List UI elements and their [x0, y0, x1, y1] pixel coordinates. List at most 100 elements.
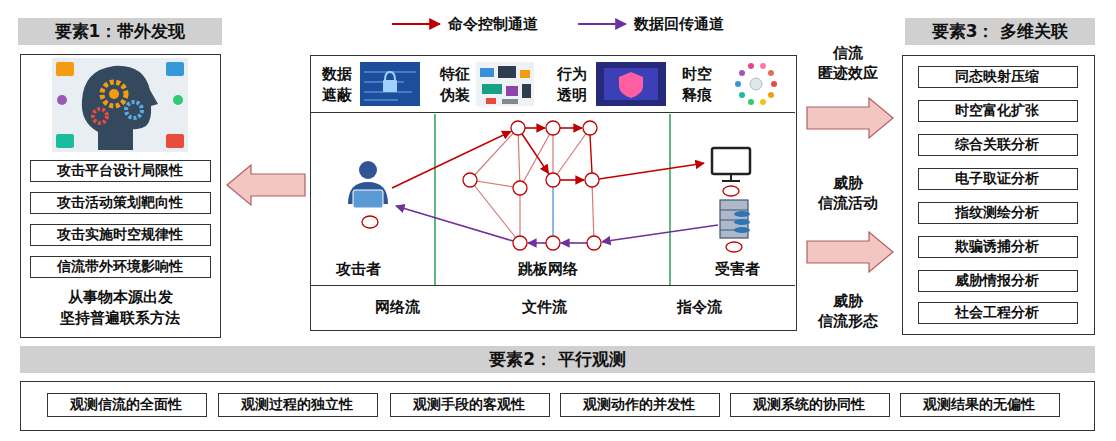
- hop-network: [511, 121, 525, 135]
- arrow-caption: 信流 匿迹效应: [806, 40, 890, 86]
- feature-images: [360, 62, 420, 106]
- feature-images: [385, 72, 395, 80]
- hop-network: [546, 236, 560, 250]
- item-box: 观测系统的协同性: [730, 393, 890, 417]
- text-slot: 受害者: [702, 258, 774, 282]
- text-slot: 数据 遮蔽: [318, 61, 356, 109]
- node-text: 观测动作的并发性: [583, 395, 695, 414]
- arrow-caption: 威胁 信流活动: [806, 170, 890, 216]
- dot-ring: [735, 81, 741, 87]
- hop-network: [590, 135, 592, 173]
- text-slot: 综合关联分析: [919, 135, 1076, 154]
- legend-sample: [392, 23, 440, 25]
- hop-network: [585, 173, 599, 187]
- brain-illustration: [93, 109, 107, 123]
- feature-images: [482, 84, 502, 94]
- node-text: 攻击者: [336, 259, 381, 279]
- item-box: 观测结果的无偏性: [900, 393, 1060, 417]
- hop-network: [392, 121, 718, 250]
- dot-ring: [771, 81, 777, 87]
- text-slot: 观测系统的协同性: [731, 394, 888, 415]
- node-text: 网络流: [375, 297, 420, 317]
- text-slot: 从事物本源出发 坚持普遍联系方法: [22, 284, 219, 332]
- feature-images: [619, 72, 643, 98]
- node-text: 欺骗诱捕分析: [955, 237, 1039, 256]
- text-slot: 要素3： 多维关联: [905, 18, 1095, 45]
- attacker-icon: [359, 161, 377, 179]
- arrow-caption: 威胁 信流形态: [806, 288, 890, 334]
- text-slot: 威胁情报分析: [919, 271, 1076, 290]
- text-slot: 攻击活动策划靶向性: [31, 193, 209, 212]
- node-text: 观测结果的无偏性: [923, 395, 1035, 414]
- dot-ring: [735, 63, 777, 105]
- attacker-icon: [353, 190, 383, 208]
- hop-network: [470, 128, 594, 243]
- feature-images: [502, 99, 518, 104]
- feature-images: [360, 62, 777, 106]
- feature-images: [486, 98, 496, 104]
- header-text: 要素3： 多维关联: [932, 20, 1069, 43]
- dot-ring: [739, 70, 745, 76]
- dot-ring: [760, 63, 766, 69]
- dot-ring: [760, 99, 766, 105]
- item-box: 电子取证分析: [918, 168, 1078, 190]
- text-slot: 观测信流的全面性: [48, 394, 205, 415]
- feature-strip: 数据 遮蔽特征 伪装行为 透明时空 释痕: [311, 56, 795, 113]
- item-box: 时空富化扩张: [918, 100, 1078, 122]
- header-text: 要素2： 平行观测: [489, 348, 626, 371]
- node-text: 观测手段的客观性: [413, 395, 525, 414]
- dot-ring: [748, 99, 754, 105]
- hop-network: [546, 121, 560, 135]
- text-slot: 观测过程的独立性: [219, 394, 376, 415]
- hop-network: [560, 127, 582, 129]
- hop-network: [552, 180, 553, 243]
- dot-ring: [750, 78, 762, 90]
- hop-network: [392, 131, 511, 188]
- item-box: 观测手段的客观性: [390, 393, 550, 417]
- dot-ring: [739, 92, 745, 98]
- legend-text: 命令控制通道: [448, 14, 538, 34]
- header-text: 要素1：带外发现: [55, 20, 186, 43]
- node-text: 信流带外环境影响性: [57, 257, 183, 276]
- header-band: 要素3： 多维关联: [905, 18, 1095, 45]
- brain-illustration: [57, 95, 67, 105]
- feature-images: [383, 80, 397, 92]
- block-arrow: [807, 98, 893, 138]
- item-box: 攻击活动策划靶向性: [30, 192, 211, 214]
- node-text: 观测信流的全面性: [70, 395, 182, 414]
- item-box: 社会工程分析: [918, 302, 1078, 324]
- attacker-icon: [362, 216, 378, 228]
- brain-illustration: [109, 89, 119, 99]
- hop-network: [396, 206, 513, 241]
- hop-network: [463, 121, 601, 250]
- node-text: 文件流: [522, 297, 567, 317]
- legend-text: 数据回传通道: [634, 14, 724, 34]
- hop-network: [518, 128, 520, 188]
- item-box: 威胁情报分析: [918, 270, 1078, 292]
- victim-icons: [734, 227, 750, 233]
- brain-illustration: [52, 58, 188, 152]
- hop-network: [546, 173, 560, 187]
- hop-network: [587, 236, 601, 250]
- hop-network: [392, 128, 704, 188]
- legend-sample: [578, 23, 626, 25]
- text-slot: 网络流: [360, 289, 436, 327]
- node-text: 综合关联分析: [955, 135, 1039, 154]
- feature-images: [480, 68, 494, 77]
- panel-box: 从事物本源出发 坚持普遍联系方法攻击平台设计局限性攻击活动策划靶向性攻击实施时空…: [20, 54, 221, 338]
- node-text: 攻击平台设计局限性: [57, 161, 183, 180]
- node-text: 行为 透明: [553, 64, 591, 105]
- node-text: 观测过程的独立性: [241, 395, 353, 414]
- text-slot: 跳板网络: [505, 258, 591, 282]
- node-text: 指纹测绘分析: [955, 203, 1039, 222]
- victim-icons: [722, 174, 740, 181]
- panel-box: 攻击者跳板网络受害者数据 遮蔽特征 伪装行为 透明时空 释痕网络流文件流指令流: [310, 55, 797, 331]
- panel-box: 同态映射压缩时空富化扩张综合关联分析电子取证分析指纹测绘分析欺骗诱捕分析威胁情报…: [902, 55, 1095, 335]
- brain-illustration: [173, 95, 183, 105]
- feature-images: [364, 72, 416, 100]
- text-slot: 同态映射压缩: [919, 67, 1076, 86]
- text-slot: 特征 伪装: [436, 61, 474, 109]
- text-slot: 时空富化扩张: [919, 101, 1076, 120]
- node-text: 指令流: [677, 297, 722, 317]
